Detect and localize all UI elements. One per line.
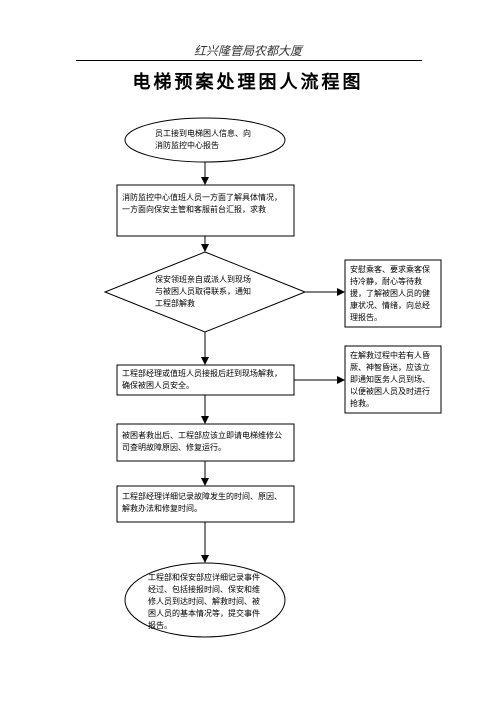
side1-text: 安慰乘客、要求乘客保持冷静，耐心等待救援，了解被困人员的健康状况、情绪，向总经理… (350, 265, 430, 322)
page-title: 电梯预案处理困人流程图 (132, 72, 364, 93)
end-node (124, 562, 286, 638)
step2-text: 工程部经理或值班人员接报后赶到现场解救，确保被困人员安全。 (122, 369, 282, 390)
side2-text: 在解救过程中若有人昏厥、神智昏迷，应该立即通知医务人员到场、以便被困人员及时进行… (350, 351, 430, 408)
page-header: 红兴隆管局农都大厦 (193, 44, 302, 58)
step3-box (116, 423, 295, 462)
step4-box (116, 485, 295, 523)
step1-text: 消防监控中心值班人员一方面了解具体情况，一方面向保安主管和客服前台汇报，求救 (122, 193, 282, 214)
side-box-1 (344, 259, 442, 328)
header-divider (76, 60, 422, 61)
end-node-text: 工程部和保安部应详细记录事件经过、包括接报时间、保安和维修人员到达时间、解救时间… (148, 573, 260, 630)
step1-box (116, 184, 295, 237)
start-node-text: 员工接到电梯困人信息、向消防监控中心报告 (155, 129, 251, 150)
step4-text: 工程部经理详细记录故障发生的时间、原因、解救办法和修复时间。 (122, 492, 282, 513)
decision-text: 保安领班亲自或派人到现场与被困人员取得联系，通知工程部解救 (155, 275, 251, 308)
step3-text: 被困者救出后、工程部应该立即请电梯维修公司查明故障原因、修复运行。 (122, 431, 282, 452)
side-box-2 (344, 345, 442, 414)
